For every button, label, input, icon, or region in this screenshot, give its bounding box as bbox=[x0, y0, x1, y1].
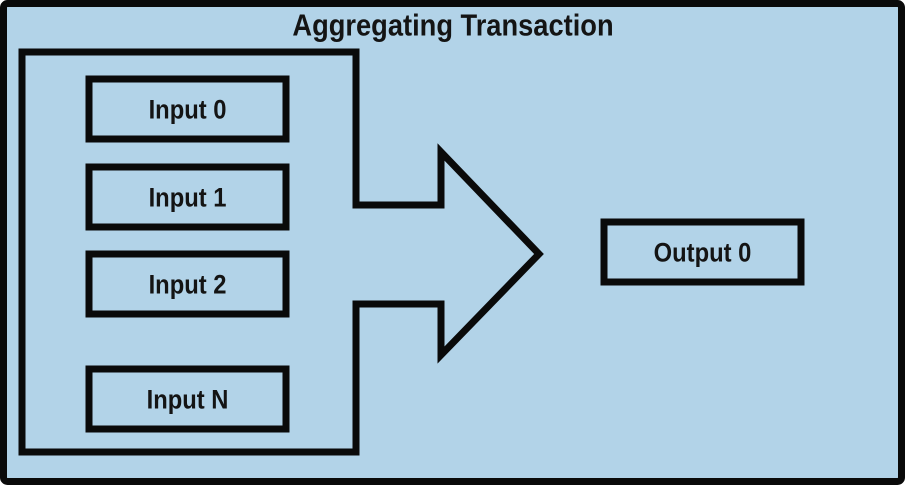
inputs-group-box bbox=[18, 48, 360, 456]
input-1-box bbox=[85, 163, 290, 231]
input-n-label: Input N bbox=[147, 385, 229, 415]
input-1-label: Input 1 bbox=[149, 183, 227, 213]
input-2-label: Input 2 bbox=[149, 270, 227, 300]
output-0-label: Output 0 bbox=[654, 238, 752, 268]
input-2-box bbox=[85, 250, 290, 318]
diagram-title: Aggregating Transaction bbox=[292, 9, 613, 43]
flow-arrow-icon bbox=[352, 143, 544, 364]
input-n-box bbox=[85, 365, 290, 433]
input-0-box bbox=[85, 75, 290, 143]
output-0-box bbox=[600, 218, 805, 286]
input-0-label: Input 0 bbox=[149, 95, 227, 125]
